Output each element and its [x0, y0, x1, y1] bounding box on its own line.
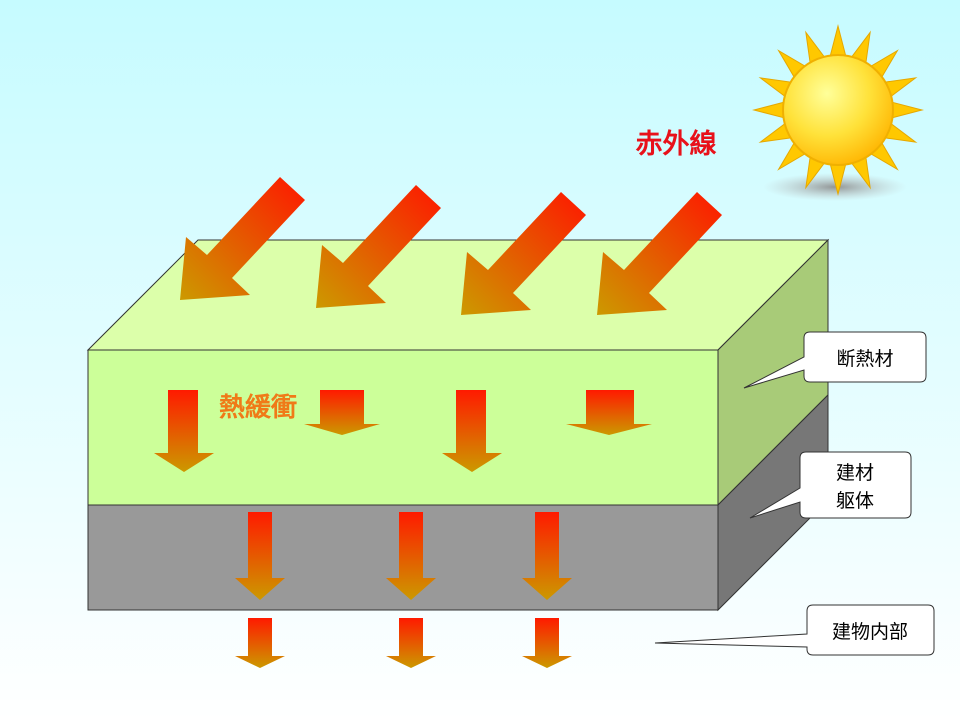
sun-icon — [752, 24, 924, 201]
structure-heat-arrows — [235, 512, 572, 600]
insulation-heat-arrows — [154, 390, 652, 472]
heat-arrow-structure-3 — [522, 512, 572, 600]
insulation-label: 断熱材 — [836, 348, 893, 370]
heat-arrow-insulation-4 — [566, 390, 652, 435]
structure-label-line1: 建材 — [836, 462, 874, 484]
callout-insulation: 断熱材 — [743, 331, 927, 389]
infrared-label: 赤外線 — [636, 128, 717, 160]
heat-arrow-insulation-2 — [304, 390, 380, 435]
heat-arrow-structure-2 — [386, 512, 436, 600]
heat-arrow-structure-1 — [235, 512, 285, 600]
heat-arrow-interior-2 — [386, 618, 436, 668]
heat-buffer-label: 熱緩衝 — [219, 393, 297, 423]
callout-interior: 建物内部 — [654, 604, 935, 656]
structure-label-line2: 躯体 — [836, 490, 874, 512]
heat-arrow-insulation-3 — [442, 390, 502, 472]
heat-arrow-insulation-1 — [154, 390, 214, 472]
heat-arrow-interior-1 — [235, 618, 285, 668]
interior-label: 建物内部 — [832, 621, 908, 643]
heat-arrow-interior-3 — [522, 618, 572, 668]
interior-heat-arrows — [235, 618, 572, 668]
callout-structure: 建材 躯体 — [749, 451, 912, 519]
